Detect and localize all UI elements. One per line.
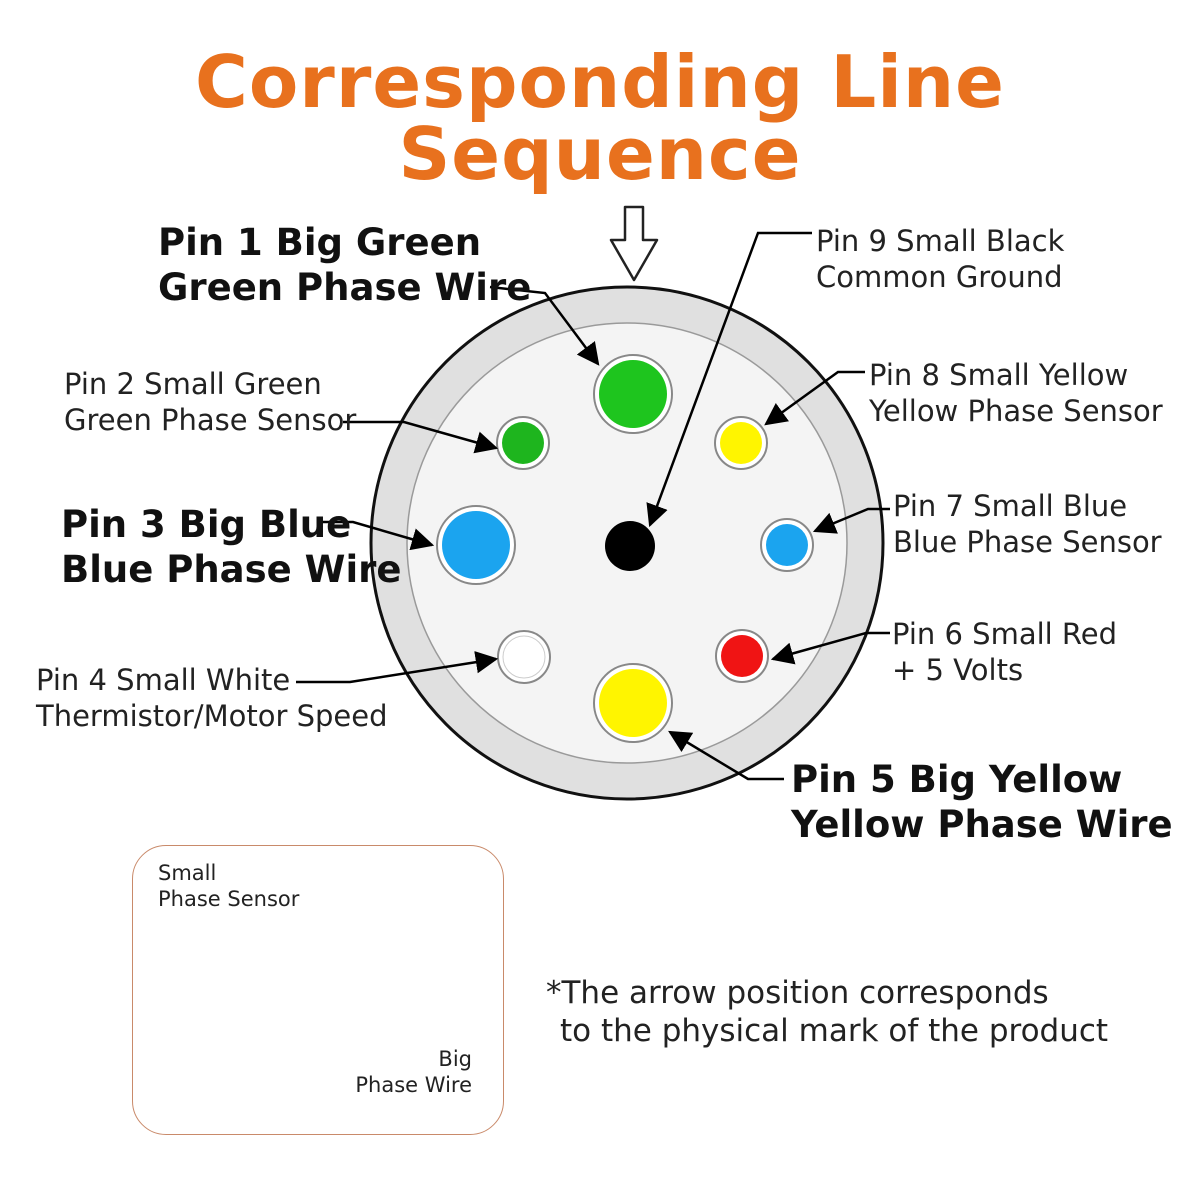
- inset-sensor-line2: Phase Sensor: [158, 887, 300, 912]
- inset-wire-line1: Big: [438, 1047, 472, 1071]
- pin-9-name: Pin 9 Small Black: [816, 224, 1065, 258]
- note-line1: *The arrow position corresponds: [546, 975, 1049, 1011]
- pin-8-function: Yellow Phase Sensor: [869, 394, 1163, 429]
- pin-3-dot: [436, 505, 516, 585]
- pin-4-label: Pin 4 Small White Thermistor/Motor Speed: [36, 662, 388, 735]
- pin-5-dot: [593, 663, 673, 743]
- pin-5-label: Pin 5 Big Yellow Yellow Phase Wire: [791, 757, 1173, 847]
- pin-9-label: Pin 9 Small Black Common Ground: [816, 223, 1064, 296]
- pin-1-name: Pin 1 Big Green: [158, 221, 482, 264]
- note-line2: to the physical mark of the product: [560, 1013, 1109, 1050]
- pin-4-function: Thermistor/Motor Speed: [36, 699, 388, 734]
- leader-pin-5: [668, 730, 784, 781]
- pin-8-dot: [714, 416, 768, 470]
- pin-6-label: Pin 6 Small Red + 5 Volts: [892, 616, 1117, 689]
- orientation-arrow-icon: [609, 205, 659, 282]
- pin-2-dot: [496, 416, 550, 470]
- pin-3-label: Pin 3 Big Blue Blue Phase Wire: [61, 502, 401, 592]
- pin-6-dot: [715, 629, 769, 683]
- pin-1-dot: [593, 354, 673, 434]
- leader-pin-8: [764, 370, 865, 426]
- pin-7-function: Blue Phase Sensor: [893, 525, 1162, 560]
- pin-9-function: Common Ground: [816, 260, 1063, 295]
- small-phase-sensor-label: Small Phase Sensor: [158, 860, 299, 913]
- pin-1-label: Pin 1 Big Green Green Phase Wire: [158, 220, 531, 310]
- big-phase-wire-label: Big Phase Wire: [350, 1046, 472, 1099]
- leader-pin-7: [812, 507, 890, 534]
- pin-7-label: Pin 7 Small Blue Blue Phase Sensor: [893, 488, 1162, 561]
- pin-2-function: Green Phase Sensor: [64, 403, 357, 438]
- cable-inset-panel: [132, 845, 504, 1135]
- leader-pin-3: [318, 520, 435, 551]
- pin-5-function: Yellow Phase Wire: [791, 803, 1173, 847]
- leader-pin-1: [489, 285, 600, 366]
- pin-6-name: Pin 6 Small Red: [892, 617, 1118, 651]
- pin-6-function: + 5 Volts: [892, 653, 1024, 688]
- pin-8-name: Pin 8 Small Yellow: [869, 358, 1129, 392]
- leader-pin-6: [770, 631, 890, 665]
- pin-5-name: Pin 5 Big Yellow: [791, 758, 1123, 801]
- pin-4-name: Pin 4 Small White: [36, 663, 291, 697]
- leader-pin-4: [296, 651, 499, 684]
- pin-2-name: Pin 2 Small Green: [64, 367, 322, 401]
- leader-pin-2: [343, 420, 499, 454]
- pin-7-dot: [760, 518, 814, 572]
- inset-wire-line2: Phase Wire: [355, 1073, 472, 1098]
- arrow-note: *The arrow position corresponds to the p…: [546, 974, 1108, 1051]
- pin-1-function: Green Phase Wire: [158, 266, 532, 310]
- page-title: Corresponding Line Sequence: [195, 40, 1005, 196]
- leader-pin-9: [646, 231, 812, 528]
- pin-9-dot: [605, 521, 655, 571]
- pin-4-dot: [497, 630, 551, 684]
- inset-sensor-line1: Small: [158, 861, 217, 885]
- pin-7-name: Pin 7 Small Blue: [893, 489, 1128, 523]
- pin-3-function: Blue Phase Wire: [61, 548, 402, 592]
- pin-2-label: Pin 2 Small Green Green Phase Sensor: [64, 366, 356, 439]
- pin-8-label: Pin 8 Small Yellow Yellow Phase Sensor: [869, 357, 1163, 430]
- pin-3-name: Pin 3 Big Blue: [61, 503, 352, 546]
